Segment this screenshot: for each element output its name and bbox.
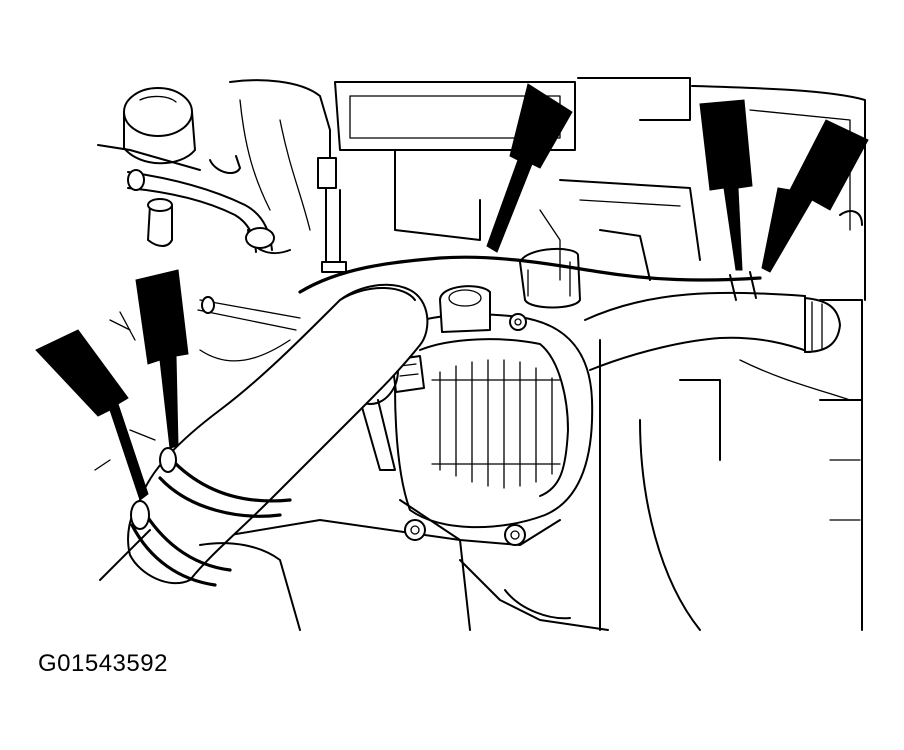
arrow-clamp-upper [135,269,189,449]
arrow-clamp-lower [35,329,149,501]
hose-clamp-lower [130,500,232,587]
wiring-harness [298,247,762,309]
hose-clamp-upper [158,447,292,518]
arrow-harness-right-2 [761,119,869,273]
locator-arrows [35,83,869,501]
engine-structure [94,77,866,631]
arrow-harness-right-1 [699,99,753,271]
arrow-harness-center [486,83,573,253]
intake-duct [99,283,429,631]
figure-id-label: G01543592 [38,650,168,677]
alternator-vent-slots [431,359,561,489]
